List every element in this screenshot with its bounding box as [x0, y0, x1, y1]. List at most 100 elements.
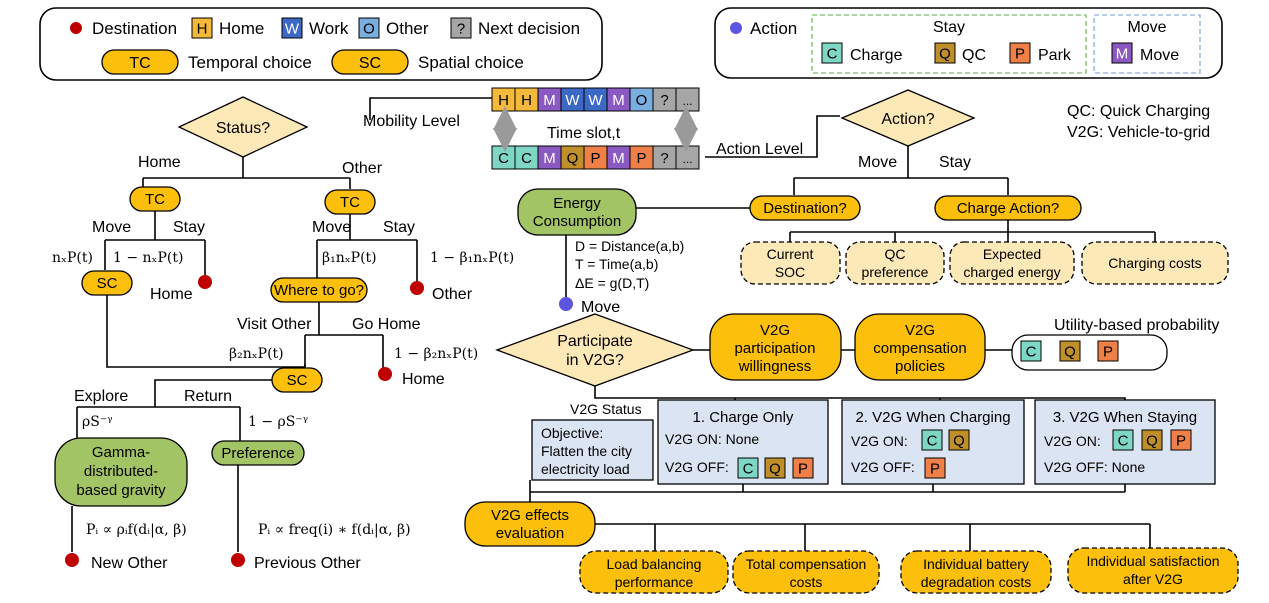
expected-energy-node — [949, 241, 1075, 285]
move-code-icon: M — [1111, 42, 1133, 64]
policy1-park-icon-group: P — [792, 457, 814, 479]
mobility-cell-0: H — [491, 87, 516, 112]
willingness-line-2: participation — [735, 340, 816, 357]
home-branch-label: Home — [138, 154, 181, 171]
p-home-stay: 1 − nₓP(t) — [113, 250, 183, 266]
p-return: 1 − ρS⁻ᵞ — [248, 414, 308, 430]
svg-text:Q: Q — [939, 46, 951, 63]
policy2-park-icon-group: P — [924, 457, 946, 479]
policy3-park-icon: P — [1170, 429, 1192, 451]
mobility-cell-3: W — [560, 87, 585, 112]
svg-text:...: ... — [682, 94, 692, 108]
svg-text:P: P — [1015, 46, 1025, 63]
svg-text:O: O — [363, 21, 375, 38]
energy-line-2: Consumption — [533, 213, 621, 230]
svg-text:O: O — [636, 92, 648, 109]
gravity-line-1: Gamma- — [92, 444, 150, 461]
action-cell-7: ? — [652, 145, 677, 170]
eq-energy: ΔE = g(D,T) — [575, 275, 649, 291]
formula-new-other: Pᵢ ∝ ρᵢf(dᵢ|α, β) — [86, 522, 187, 538]
svg-text:C: C — [1118, 433, 1129, 450]
compensation-node — [854, 313, 986, 381]
time-slot-label: Time slot,t — [547, 125, 621, 142]
policy1-qc-icon: Q — [764, 457, 786, 479]
svg-text:Q: Q — [1064, 344, 1076, 361]
svg-text:M: M — [543, 92, 556, 109]
factor-qc-2: preference — [862, 264, 929, 280]
action-cell-2: M — [537, 145, 562, 170]
legend-left: Destination H Home W Work O Other ? Next… — [39, 7, 603, 81]
v2g-status-label: V2G Status — [570, 401, 642, 417]
other-branch-label: Other — [342, 160, 383, 177]
park-code-icon-group: P — [1009, 42, 1031, 64]
utility-qc-icon: Q — [1059, 340, 1081, 362]
home-code-icon-group: H — [191, 17, 213, 39]
abbrev-qc: QC: Quick Charging — [1067, 103, 1210, 120]
sc-legend-code: SC — [359, 55, 381, 72]
action-cell-0: C — [491, 145, 516, 170]
outcome-satisfaction — [1067, 547, 1239, 594]
policy1-off: V2G OFF: — [665, 459, 729, 475]
next-code-icon-group: ? — [450, 17, 472, 39]
destination-question-node — [749, 195, 861, 221]
factor-energy-1: Expected — [983, 246, 1041, 262]
legend-home: Home — [219, 19, 264, 38]
new-other-label: New Other — [91, 555, 168, 572]
compensation-line-2: compensation — [873, 340, 966, 357]
effects-line-1: V2G effects — [491, 507, 569, 524]
outcome-4-line-2: after V2G — [1123, 571, 1183, 587]
home-code-icon: H — [191, 17, 213, 39]
svg-text:...: ... — [682, 152, 692, 166]
factor-qc-1: QC — [885, 246, 906, 262]
action-cell-1: C — [514, 145, 539, 170]
svg-text:?: ? — [660, 150, 668, 167]
mobility-cell-5: M — [606, 87, 631, 112]
home-end-label: Home — [150, 286, 193, 303]
policy2-charge-icon: C — [921, 429, 943, 451]
policy2-title: 2. V2G When Charging — [855, 409, 1010, 426]
policy2-charge-icon-group: C — [921, 429, 943, 451]
mobility-cell-2: M — [537, 87, 562, 112]
qc-code-icon-group: Q — [934, 42, 956, 64]
svg-text:C: C — [498, 150, 509, 167]
home-sc-label: SC — [97, 275, 118, 292]
abbrev-v2g: V2G: Vehicle-to-grid — [1067, 124, 1210, 141]
factor-soc-1: Current — [767, 246, 814, 262]
mobility-level-label: Mobility Level — [363, 113, 460, 130]
participate-line-1: Participate — [557, 333, 633, 350]
svg-text:W: W — [565, 92, 580, 109]
work-code-icon-group: W — [281, 17, 303, 39]
utility-qc-icon-group: Q — [1059, 340, 1081, 362]
legend-tc: Temporal choice — [188, 53, 312, 72]
factor-energy-2: charged energy — [963, 264, 1060, 280]
home-tc-label: TC — [145, 191, 165, 208]
utility-label: Utility-based probability — [1054, 317, 1219, 334]
legend-other: Other — [386, 19, 429, 38]
svg-text:H: H — [521, 92, 532, 109]
other-destination-dot-icon — [410, 281, 424, 295]
action-level-label: Action Level — [716, 141, 803, 158]
policy3-qc-icon-group: Q — [1141, 429, 1163, 451]
go-home-label: Go Home — [352, 316, 421, 333]
go-home-destination-dot-icon — [378, 367, 392, 381]
policy1-park-icon: P — [792, 457, 814, 479]
mobility-cell-1: H — [514, 87, 539, 112]
svg-text:Q: Q — [1146, 433, 1158, 450]
legend-park: Park — [1038, 47, 1072, 64]
legend-action: Action — [750, 19, 797, 38]
charge-code-icon-group: C — [821, 42, 843, 64]
previous-other-dot-icon — [231, 553, 245, 567]
mobility-cell-6: O — [629, 87, 654, 112]
formula-previous-other: Pᵢ ∝ freq(i) ∗ f(dᵢ|α, β) — [258, 522, 411, 538]
other-stay-label: Stay — [383, 219, 415, 236]
svg-text:P: P — [1176, 433, 1186, 450]
svg-text:M: M — [1116, 46, 1129, 63]
eq-time: T = Time(a,b) — [575, 256, 658, 272]
legend-destination: Destination — [92, 19, 177, 38]
action-question: Action? — [881, 111, 934, 128]
where-to-go-label: Where to go? — [274, 282, 364, 299]
other-code-icon-group: O — [358, 17, 380, 39]
gravity-line-2: distributed- — [84, 463, 158, 480]
